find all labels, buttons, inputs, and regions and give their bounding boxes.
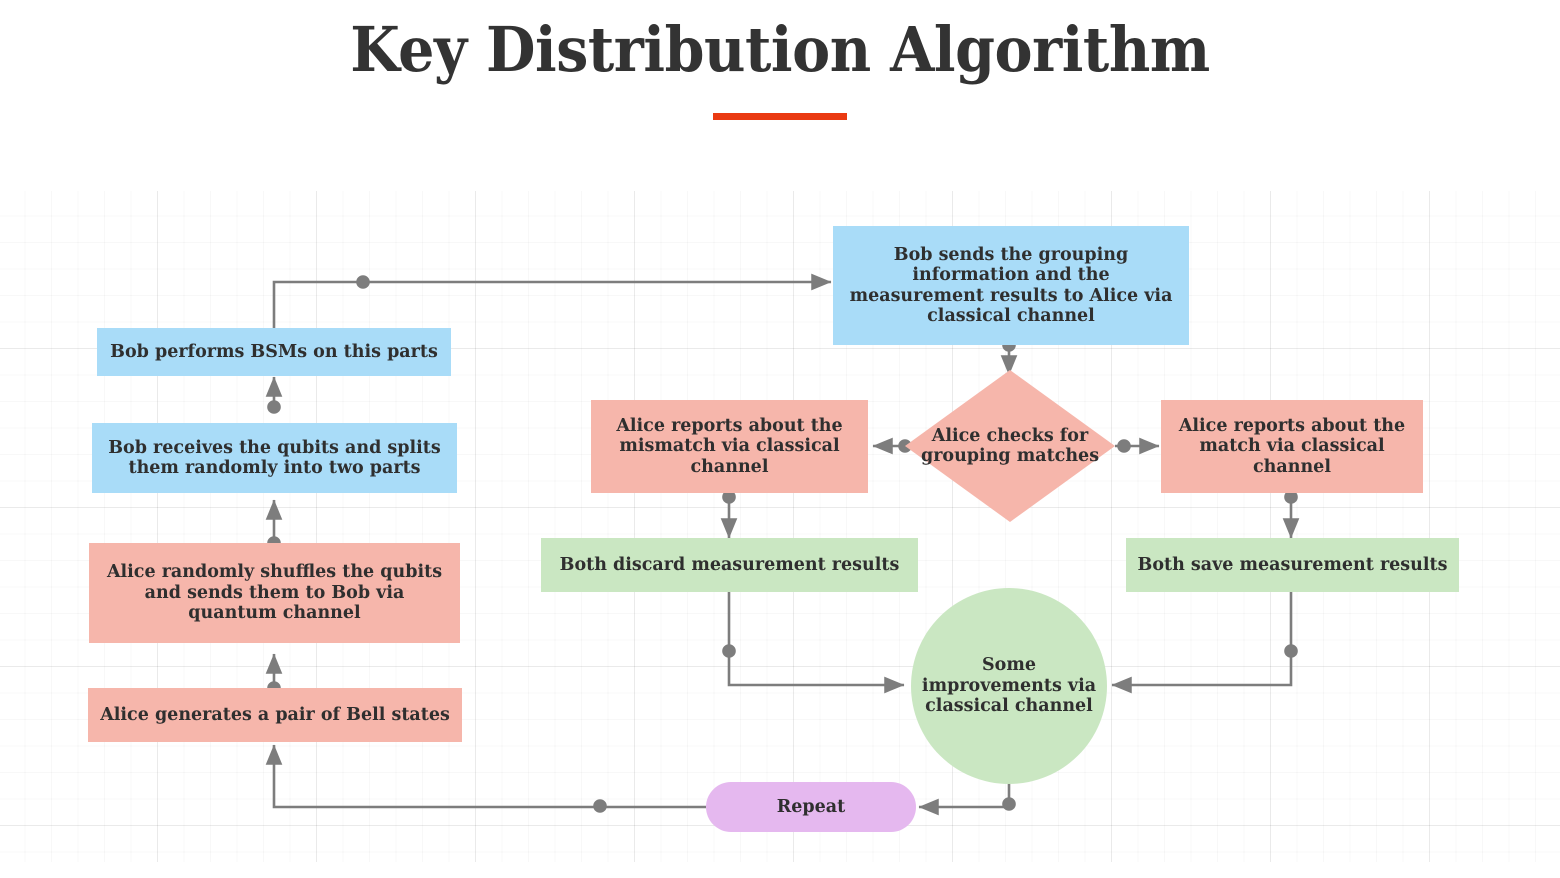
- title-underline-rule: [713, 113, 847, 121]
- node-both-discard[interactable]: Both discard measurement results: [541, 538, 918, 592]
- node-both-save[interactable]: Both save measurement results: [1126, 538, 1459, 592]
- node-alice-generates-bell-label: Alice generates a pair of Bell states: [100, 704, 450, 725]
- node-bob-performs-bsm-label: Bob performs BSMs on this parts: [110, 341, 438, 362]
- node-report-match-label: Alice reports about the match via classi…: [1178, 415, 1406, 477]
- node-alice-shuffles-label: Alice randomly shuffles the qubits and s…: [106, 562, 443, 624]
- node-alice-generates-bell[interactable]: Alice generates a pair of Bell states: [88, 688, 462, 742]
- node-bob-sends[interactable]: Bob sends the grouping information and t…: [833, 226, 1189, 345]
- node-bob-receives-qubits-label: Bob receives the qubits and splits them …: [108, 437, 441, 478]
- node-report-mismatch[interactable]: Alice reports about the mismatch via cla…: [591, 400, 868, 493]
- node-report-mismatch-label: Alice reports about the mismatch via cla…: [616, 415, 843, 477]
- node-repeat[interactable]: Repeat: [706, 782, 916, 832]
- node-some-improvements[interactable]: Some improvements via classical channel: [911, 588, 1107, 784]
- node-both-save-label: Both save measurement results: [1137, 554, 1448, 575]
- node-some-improvements-label: Some improvements via classical channel: [921, 655, 1097, 717]
- flowchart-canvas: [0, 191, 1560, 862]
- node-report-match[interactable]: Alice reports about the match via classi…: [1161, 400, 1423, 493]
- node-repeat-label: Repeat: [776, 796, 846, 817]
- page-title: Key Distribution Algorithm: [350, 13, 1210, 86]
- node-bob-receives-qubits[interactable]: Bob receives the qubits and splits them …: [92, 423, 457, 493]
- title-block: Key Distribution Algorithm: [0, 0, 1560, 190]
- node-both-discard-label: Both discard measurement results: [559, 554, 900, 575]
- node-alice-shuffles[interactable]: Alice randomly shuffles the qubits and s…: [89, 543, 460, 643]
- node-bob-performs-bsm[interactable]: Bob performs BSMs on this parts: [97, 328, 451, 376]
- node-alice-checks-decision-label: Alice checks for grouping matches: [920, 425, 1100, 466]
- node-alice-checks-decision[interactable]: Alice checks for grouping matches: [905, 370, 1115, 522]
- node-bob-sends-label: Bob sends the grouping information and t…: [849, 244, 1173, 326]
